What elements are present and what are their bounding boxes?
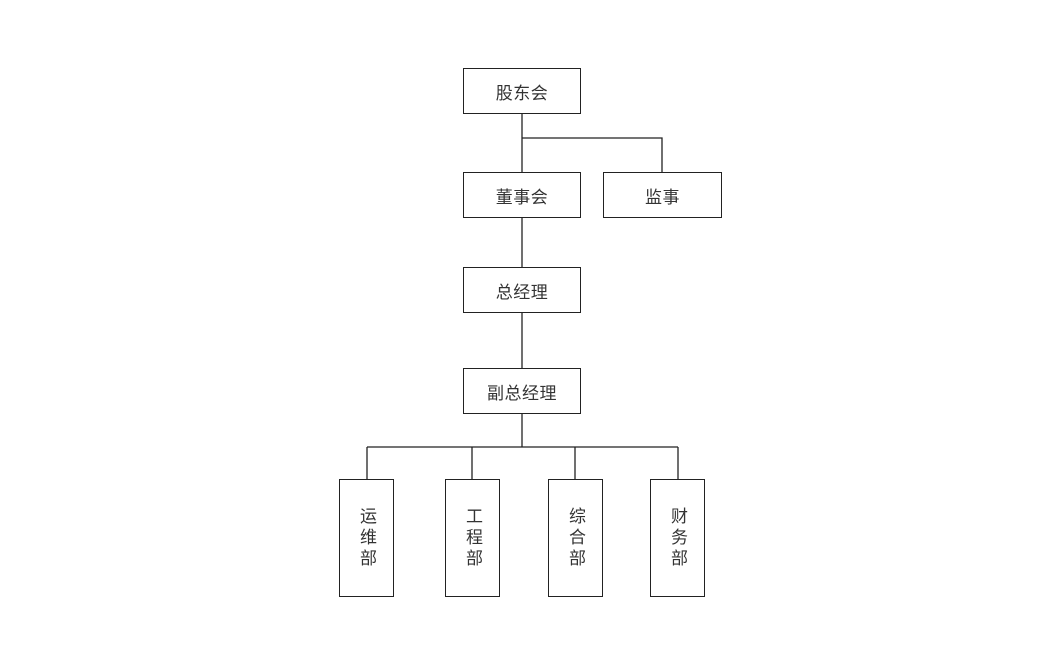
- node-board-of-directors: 董事会: [463, 172, 581, 218]
- node-label: 监事: [645, 187, 680, 208]
- node-operations-dept: 运维部: [339, 479, 394, 597]
- node-label: 总经理: [495, 282, 549, 303]
- node-label: 副总经理: [487, 383, 557, 404]
- node-label: 工程部: [462, 506, 482, 570]
- node-label: 董事会: [495, 187, 549, 208]
- node-shareholders-meeting: 股东会: [463, 68, 581, 114]
- node-finance-dept: 财务部: [650, 479, 705, 597]
- node-general-affairs-dept: 综合部: [548, 479, 603, 597]
- node-label: 运维部: [356, 506, 376, 570]
- node-label: 股东会: [495, 83, 549, 104]
- edge-shareholders-supervisor: [522, 137, 663, 172]
- node-label: 财务部: [667, 506, 687, 570]
- node-label: 综合部: [565, 506, 585, 570]
- node-supervisor: 监事: [603, 172, 722, 218]
- node-general-manager: 总经理: [463, 267, 581, 313]
- node-deputy-general-manager: 副总经理: [463, 368, 581, 414]
- node-engineering-dept: 工程部: [445, 479, 500, 597]
